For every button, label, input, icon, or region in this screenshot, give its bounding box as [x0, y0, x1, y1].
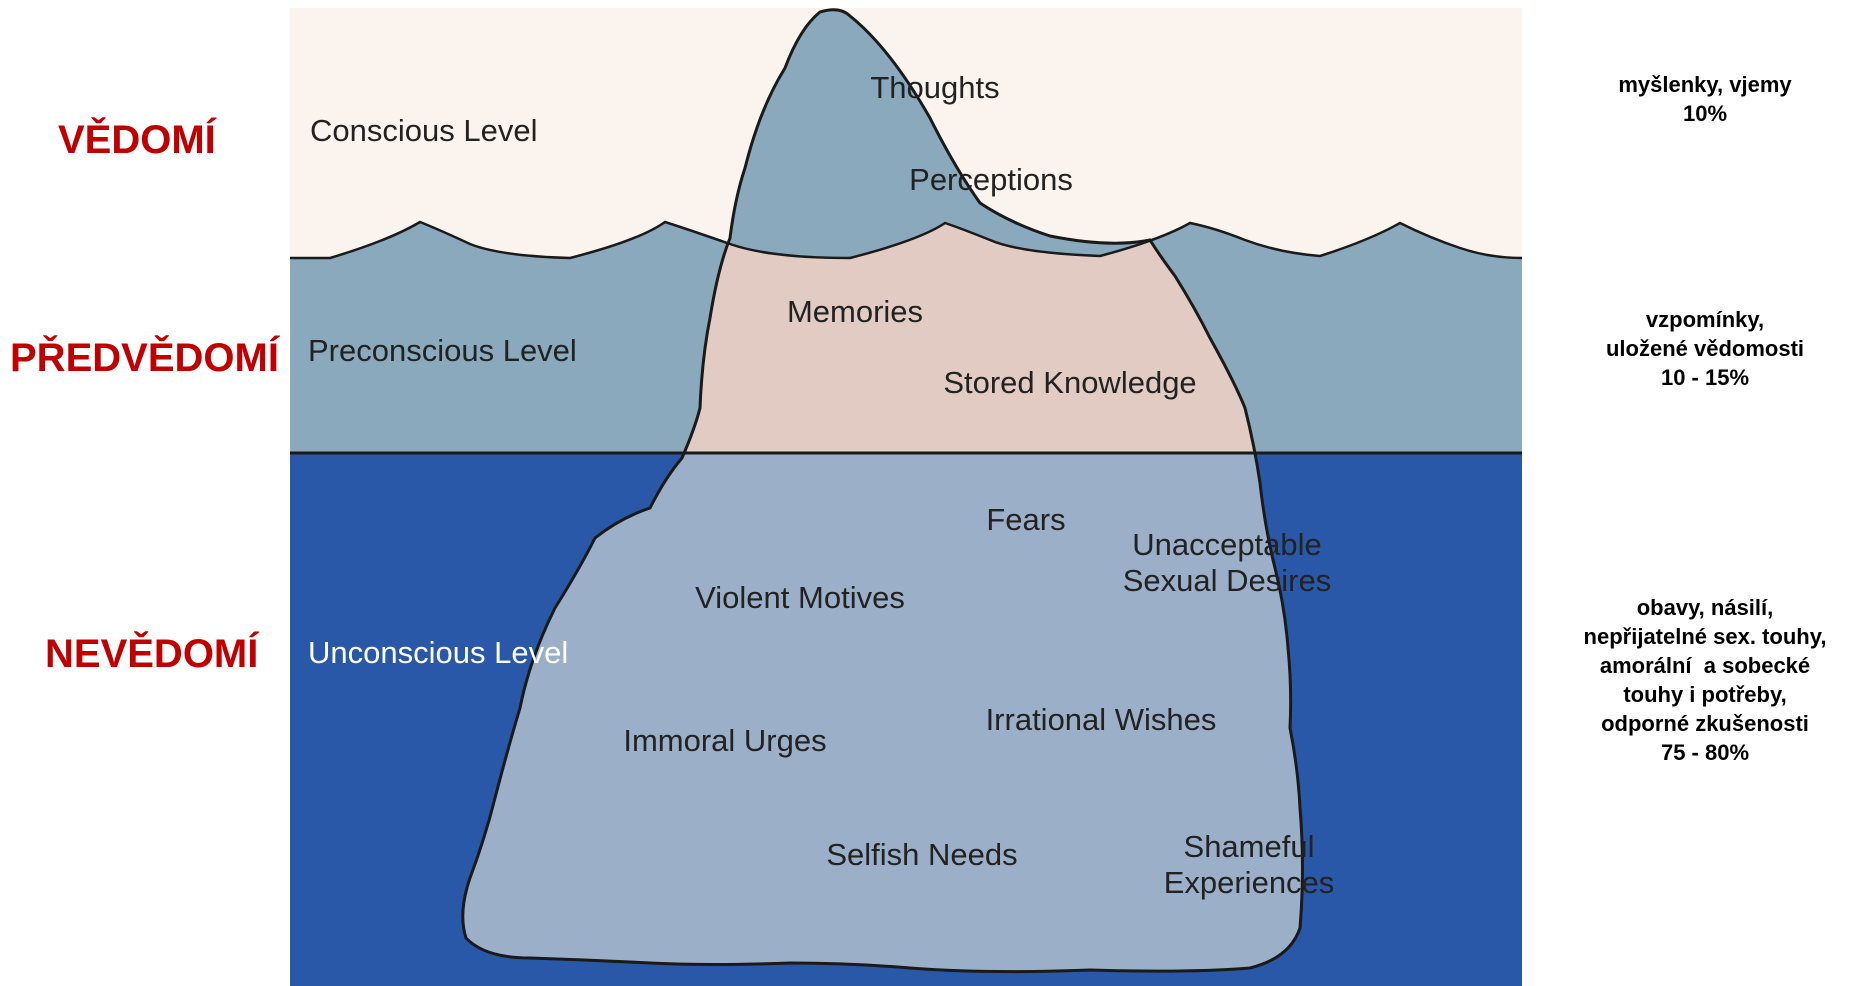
item-fears: Fears — [986, 502, 1065, 537]
item-immoral-urges: Immoral Urges — [623, 723, 826, 758]
note-preconscious-line-1: vzpomínky, — [1645, 307, 1765, 332]
label-nevedomi: NEVĚDOMÍ — [45, 632, 259, 676]
note-unconscious-line-3: amorální a sobecké — [1599, 653, 1811, 678]
item-experiences: Experiences — [1164, 865, 1335, 900]
note-unconscious-line-2: nepřijatelné sex. touhy, — [1583, 624, 1827, 649]
item-memories: Memories — [787, 294, 923, 329]
item-perceptions: Perceptions — [909, 162, 1073, 197]
note-conscious-line-2: 10% — [1682, 101, 1728, 126]
note-preconscious: vzpomínky, uložené vědomosti 10 - 15% — [1550, 305, 1860, 392]
note-unconscious-line-1: obavy, násilí, — [1636, 595, 1774, 620]
note-preconscious-line-2: uložené vědomosti — [1605, 336, 1805, 361]
note-preconscious-line-3: 10 - 15% — [1660, 365, 1750, 390]
iceberg-base — [462, 453, 1303, 972]
iceberg-diagram: Conscious Level Preconscious Level Uncon… — [290, 8, 1522, 986]
item-unacceptable: Unacceptable — [1132, 527, 1322, 562]
note-conscious-line-1: myšlenky, vjemy — [1618, 72, 1792, 97]
item-sexual-desires: Sexual Desires — [1123, 563, 1331, 598]
note-unconscious-line-4: touhy i potřeby, — [1623, 682, 1787, 707]
item-violent-motives: Violent Motives — [695, 580, 905, 615]
unconscious-level-label: Unconscious Level — [308, 635, 568, 670]
iceberg-svg: Conscious Level Preconscious Level Uncon… — [290, 8, 1522, 986]
note-unconscious-line-5: odporné zkušenosti — [1601, 711, 1809, 736]
preconscious-level-label: Preconscious Level — [308, 333, 577, 368]
item-selfish-needs: Selfish Needs — [826, 837, 1017, 872]
note-conscious: myšlenky, vjemy 10% — [1550, 70, 1860, 128]
note-unconscious: obavy, násilí, nepřijatelné sex. touhy, … — [1550, 593, 1860, 767]
item-shameful: Shameful — [1184, 829, 1315, 864]
label-predvedomi: PŘEDVĚDOMÍ — [10, 336, 279, 380]
conscious-level-label: Conscious Level — [310, 113, 537, 148]
note-unconscious-line-6: 75 - 80% — [1660, 740, 1750, 765]
iceberg-outline — [461, 8, 1304, 974]
item-thoughts: Thoughts — [870, 70, 999, 105]
label-vedomi: VĚDOMÍ — [58, 118, 216, 162]
item-stored-knowledge: Stored Knowledge — [943, 365, 1196, 400]
water-surface-line — [290, 220, 1522, 260]
item-irrational-wishes: Irrational Wishes — [986, 702, 1217, 737]
